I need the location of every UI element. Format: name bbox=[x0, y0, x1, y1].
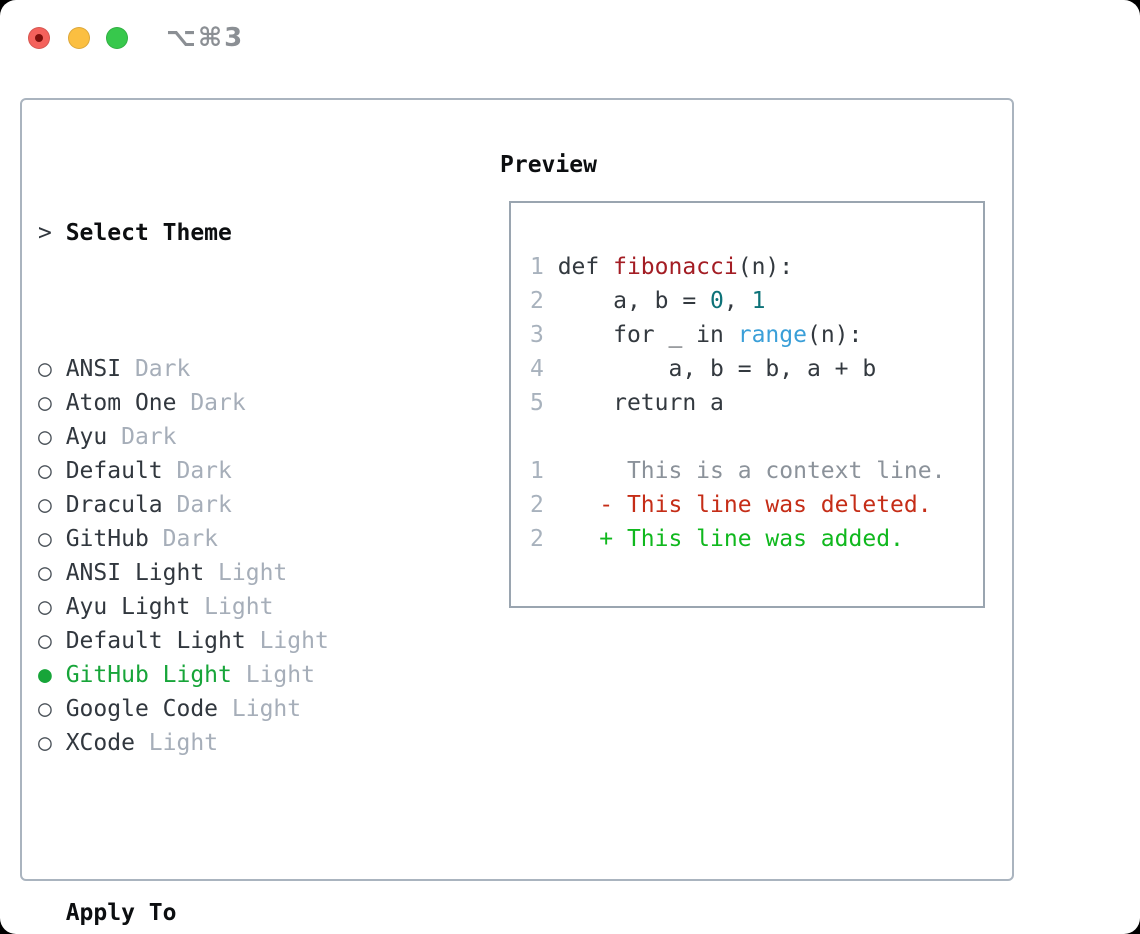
option-label: XCode bbox=[65, 730, 135, 756]
prompt-caret-icon: > bbox=[38, 220, 66, 246]
theme-option-default[interactable]: ○ Default Dark bbox=[38, 454, 426, 488]
picker-title: Select Theme bbox=[65, 220, 232, 246]
radio-unselected-icon: ○ bbox=[38, 526, 66, 552]
option-label: ANSI Light bbox=[65, 560, 205, 586]
theme-option-atom-one[interactable]: ○ Atom One Dark bbox=[38, 386, 426, 420]
radio-unselected-icon: ○ bbox=[38, 424, 66, 450]
theme-option-github-light[interactable]: ● GitHub Light Light bbox=[38, 658, 426, 692]
zoom-button[interactable] bbox=[106, 27, 128, 49]
theme-picker-panel: > Select Theme ○ ANSI Dark○ Atom One Dar… bbox=[20, 98, 1014, 926]
option-label: Atom One bbox=[65, 390, 177, 416]
radio-unselected-icon: ○ bbox=[38, 356, 66, 382]
option-label: GitHub Light bbox=[65, 662, 232, 688]
theme-option-github[interactable]: ○ GitHub Dark bbox=[38, 522, 426, 556]
variant-label: Dark bbox=[176, 390, 246, 416]
theme-option-xcode[interactable]: ○ XCode Light bbox=[38, 726, 426, 760]
variant-label: Light bbox=[204, 560, 288, 586]
code-line: 1 This is a context line. bbox=[530, 458, 946, 484]
code-preview: 1 def fibonacci(n): 2 a, b = 0, 1 3 for _ … bbox=[509, 201, 985, 608]
preview-title: Preview bbox=[500, 152, 597, 178]
code-line: 3 for _ in range(n): bbox=[530, 322, 863, 348]
theme-option-dracula[interactable]: ○ Dracula Dark bbox=[38, 488, 426, 522]
theme-option-default-light[interactable]: ○ Default Light Light bbox=[38, 624, 426, 658]
theme-option-google-code[interactable]: ○ Google Code Light bbox=[38, 692, 426, 726]
radio-selected-icon: ● bbox=[38, 662, 66, 688]
code-line: 2 a, b = 0, 1 bbox=[530, 288, 766, 314]
variant-label: Light bbox=[245, 628, 329, 654]
close-button[interactable] bbox=[28, 27, 50, 49]
code-line: 2 - This line was deleted. bbox=[530, 492, 932, 518]
variant-label: Dark bbox=[162, 492, 232, 518]
variant-label: Light bbox=[231, 662, 315, 688]
code-line: 5 return a bbox=[530, 390, 724, 416]
variant-label: Dark bbox=[162, 458, 232, 484]
code-line bbox=[530, 420, 983, 454]
option-label: Ayu Light bbox=[65, 594, 191, 620]
theme-option-ansi-light[interactable]: ○ ANSI Light Light bbox=[38, 556, 426, 590]
titlebar: ⌥⌘3 bbox=[0, 0, 1140, 76]
variant-label: Dark bbox=[121, 356, 191, 382]
option-label: GitHub bbox=[65, 526, 149, 552]
minimize-button[interactable] bbox=[68, 27, 90, 49]
radio-unselected-icon: ○ bbox=[38, 696, 66, 722]
radio-unselected-icon: ○ bbox=[38, 560, 66, 586]
theme-option-ayu-light[interactable]: ○ Ayu Light Light bbox=[38, 590, 426, 624]
window-title: ⌥⌘3 bbox=[166, 23, 245, 53]
code-line: 2 + This line was added. bbox=[530, 526, 904, 552]
radio-unselected-icon: ○ bbox=[38, 458, 66, 484]
radio-unselected-icon: ○ bbox=[38, 628, 66, 654]
theme-option-ansi[interactable]: ○ ANSI Dark bbox=[38, 352, 426, 386]
theme-option-ayu[interactable]: ○ Ayu Dark bbox=[38, 420, 426, 454]
theme-list: ○ ANSI Dark○ Atom One Dark○ Ayu Dark○ De… bbox=[38, 352, 426, 760]
variant-label: Light bbox=[218, 696, 302, 722]
apply-to-title: Apply To bbox=[38, 900, 177, 926]
radio-unselected-icon: ○ bbox=[38, 492, 66, 518]
radio-unselected-icon: ○ bbox=[38, 390, 66, 416]
variant-label: Light bbox=[190, 594, 274, 620]
radio-unselected-icon: ○ bbox=[38, 730, 66, 756]
variant-label: Light bbox=[134, 730, 219, 756]
radio-unselected-icon: ○ bbox=[38, 594, 66, 620]
variant-label: Dark bbox=[107, 424, 177, 450]
option-label: Ayu bbox=[65, 424, 108, 450]
code-line: 4 a, b = b, a + b bbox=[530, 356, 877, 382]
code-line: 1 def fibonacci(n): bbox=[530, 254, 794, 280]
option-label: Dracula bbox=[65, 492, 163, 518]
option-label: Google Code bbox=[65, 696, 219, 722]
picker-header: > Select Theme bbox=[38, 216, 426, 250]
theme-picker: > Select Theme ○ ANSI Dark○ Atom One Dar… bbox=[38, 148, 426, 934]
option-label: ANSI bbox=[65, 356, 122, 382]
option-label: Default bbox=[65, 458, 163, 484]
option-label: Default Light bbox=[65, 628, 246, 654]
variant-label: Dark bbox=[148, 526, 219, 552]
